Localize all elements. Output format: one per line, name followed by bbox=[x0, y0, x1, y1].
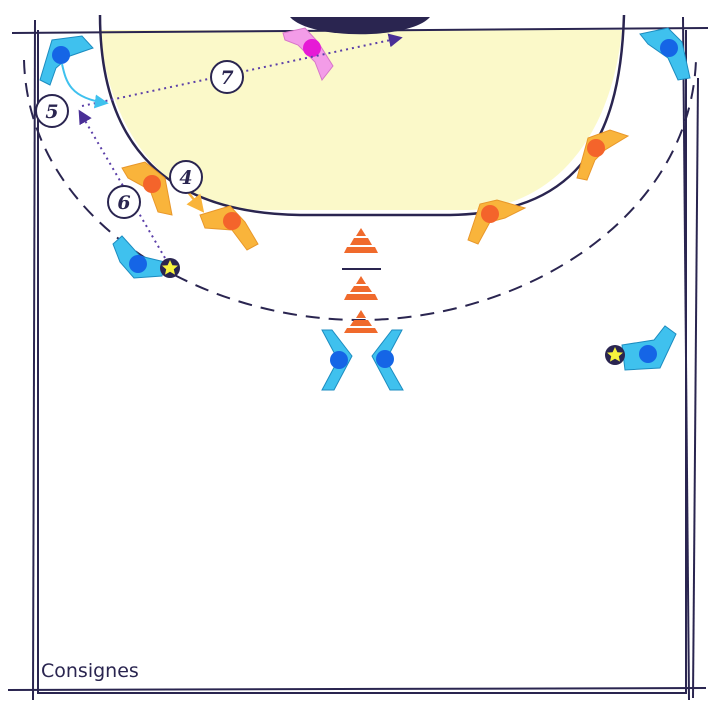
move-arrow-5 bbox=[61, 63, 109, 109]
defender-right-back bbox=[576, 129, 630, 181]
attacker-center-left bbox=[321, 329, 353, 391]
ball-icon-right bbox=[605, 345, 625, 365]
svg-text:4: 4 bbox=[179, 167, 192, 189]
attacker-right-back bbox=[621, 325, 677, 371]
six-meter-line bbox=[98, 14, 626, 217]
attacker-left-back bbox=[112, 235, 166, 279]
svg-text:6: 6 bbox=[117, 192, 130, 214]
step-badge-6: 6 bbox=[107, 185, 141, 219]
svg-text:5: 5 bbox=[45, 101, 58, 123]
svg-text:7: 7 bbox=[220, 67, 233, 89]
step-badge-4: 4 bbox=[169, 160, 203, 194]
cone-stack-top bbox=[344, 228, 378, 253]
attacker-left-wing bbox=[39, 35, 94, 86]
defender-left-back bbox=[121, 161, 173, 216]
ball-icon bbox=[160, 258, 180, 278]
attacker-center-right bbox=[371, 329, 404, 391]
defender-left-center bbox=[199, 205, 259, 251]
cone-stack-bottom bbox=[344, 310, 378, 333]
step-badge-7: 7 bbox=[210, 60, 244, 94]
step-badge-5: 5 bbox=[35, 94, 69, 128]
cone-stack-middle bbox=[344, 276, 378, 300]
defender-right-center bbox=[467, 199, 527, 245]
move-arrow-4 bbox=[186, 191, 205, 213]
goal-post bbox=[290, 17, 430, 35]
pass-arrow-6 bbox=[78, 109, 166, 259]
goalkeeper-icon bbox=[282, 27, 334, 81]
attacker-right-wing bbox=[639, 27, 691, 81]
caption-instructions: Consignes bbox=[41, 660, 139, 682]
